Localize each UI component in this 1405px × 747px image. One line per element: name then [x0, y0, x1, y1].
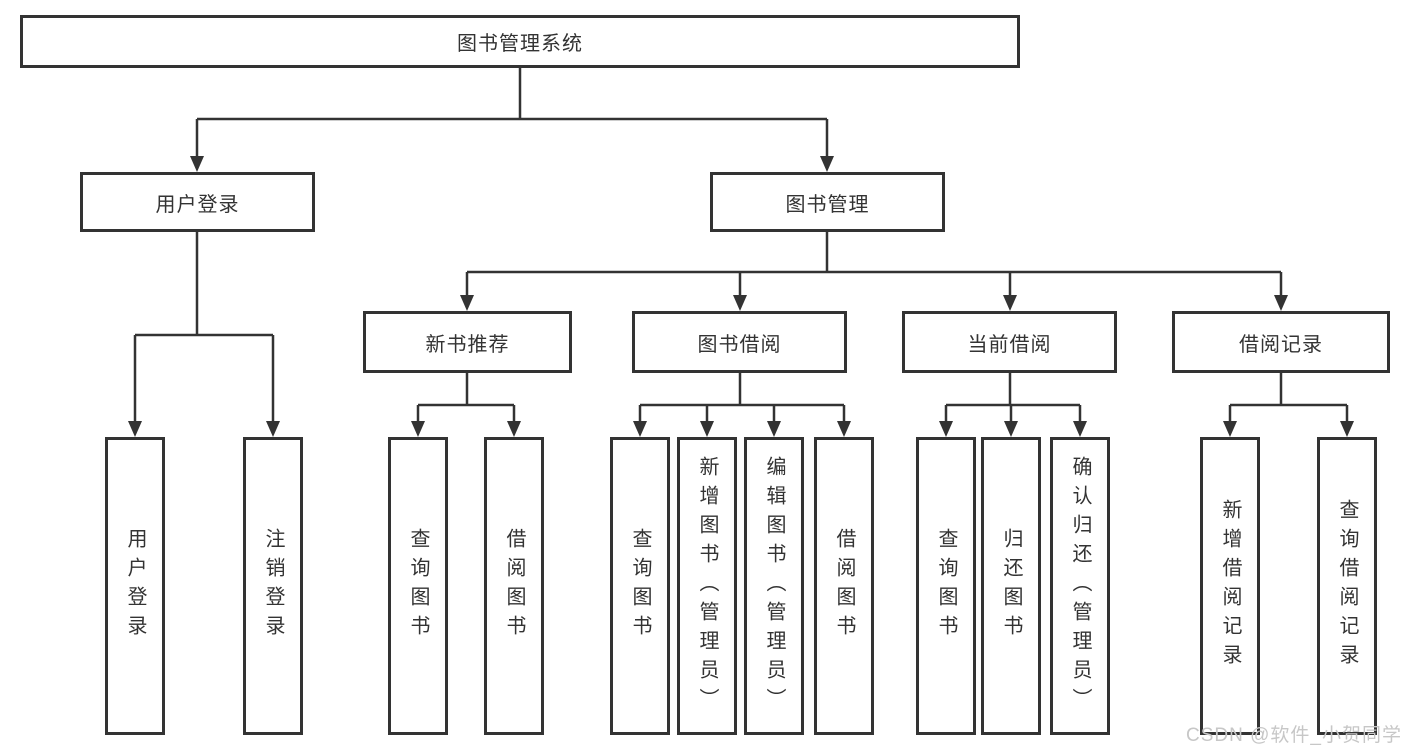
leaf-logout: 注销登录: [243, 437, 303, 735]
leaf-add-books-admin: 新增图书（管理员）: [677, 437, 737, 735]
node-book-management: 图书管理: [710, 172, 945, 232]
leaf-return-books: 归还图书: [981, 437, 1041, 735]
node-library-management-system: 图书管理系统: [20, 15, 1020, 68]
node-borrowing-records: 借阅记录: [1172, 311, 1390, 373]
node-book-borrowing: 图书借阅: [632, 311, 847, 373]
leaf-query-borrow-record: 查询借阅记录: [1317, 437, 1377, 735]
leaf-edit-books-admin: 编辑图书（管理员）: [744, 437, 804, 735]
leaf-query-books-newbook: 查询图书: [388, 437, 448, 735]
leaf-borrow-books-borrowing: 借阅图书: [814, 437, 874, 735]
csdn-watermark: CSDN @软件_小贺同学: [1186, 725, 1402, 746]
leaf-query-books-borrowing: 查询图书: [610, 437, 670, 735]
node-user-login: 用户登录: [80, 172, 315, 232]
leaf-add-borrow-record: 新增借阅记录: [1200, 437, 1260, 735]
leaf-user-login: 用户登录: [105, 437, 165, 735]
leaf-borrow-books-newbook: 借阅图书: [484, 437, 544, 735]
leaf-confirm-return-admin: 确认归还（管理员）: [1050, 437, 1110, 735]
node-current-borrowing: 当前借阅: [902, 311, 1117, 373]
leaf-query-books-current: 查询图书: [916, 437, 976, 735]
node-new-book-recommendation: 新书推荐: [363, 311, 572, 373]
